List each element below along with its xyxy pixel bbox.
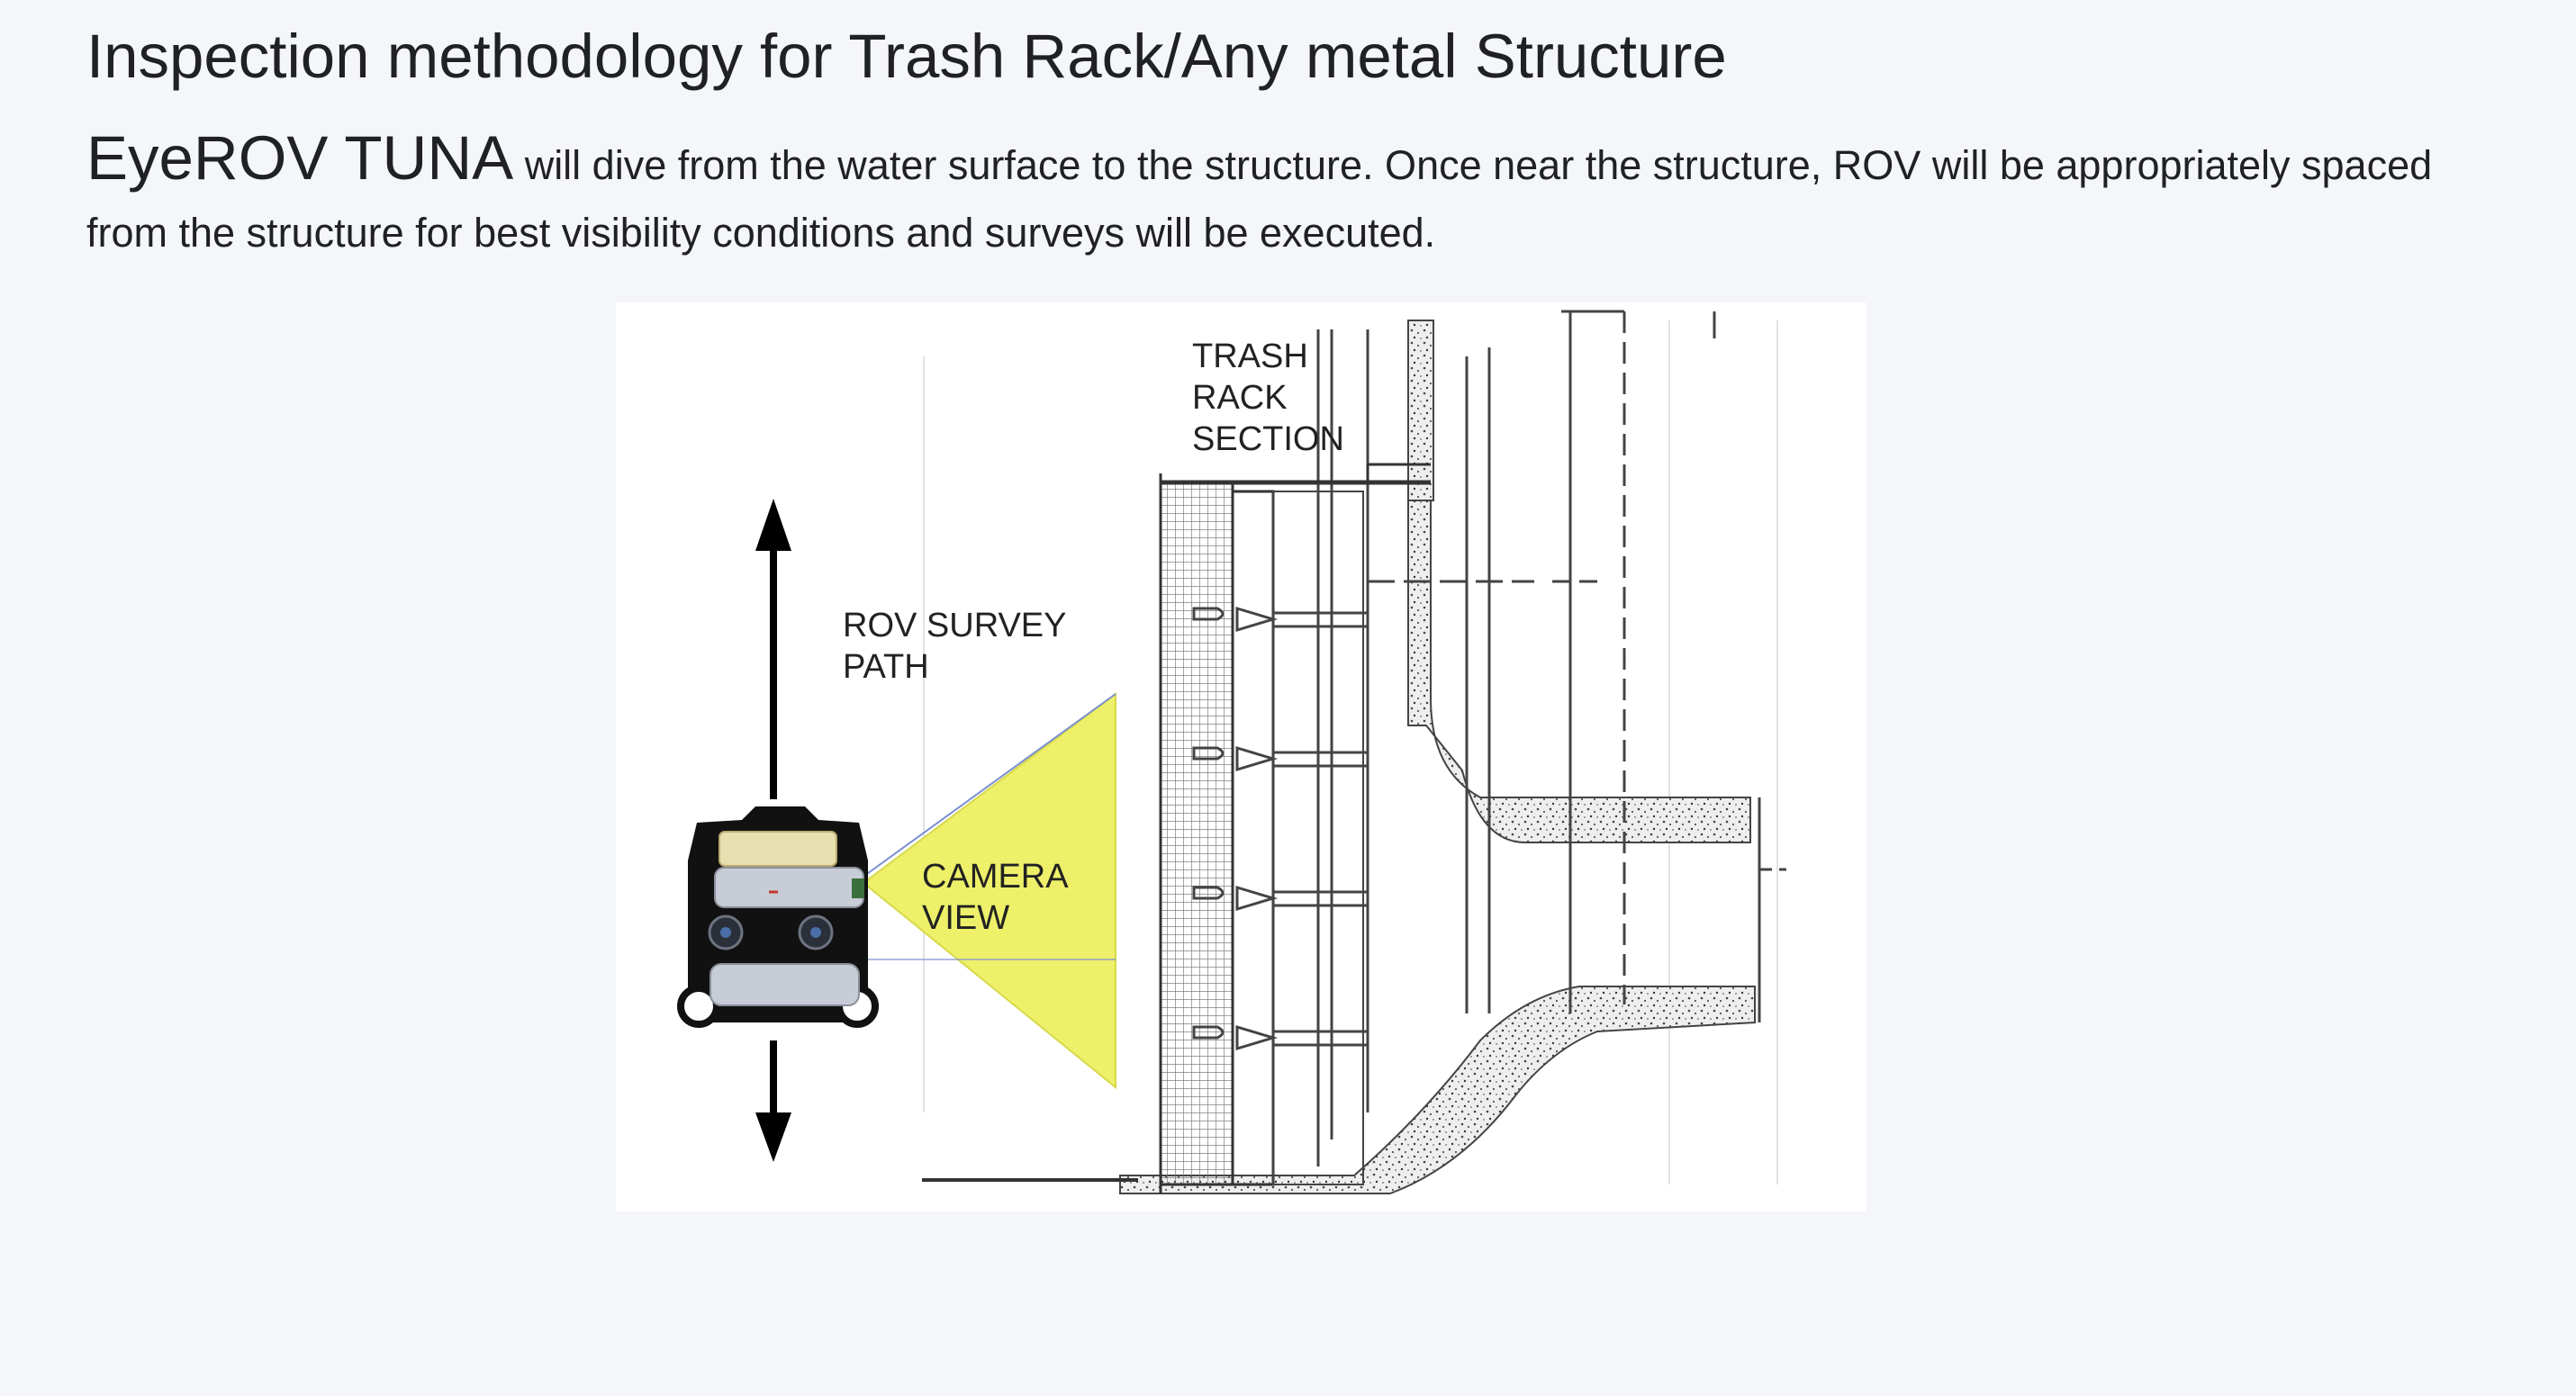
camera-ray-upper [854, 693, 1116, 884]
rov-vehicle-icon [677, 806, 879, 1028]
drafting-guidelines [923, 320, 1778, 1184]
concrete-structure [922, 320, 1756, 1194]
rack-beams [1192, 580, 1606, 1051]
product-name: EyeROV TUNA [86, 123, 514, 193]
survey-path-label-line2: PATH [843, 648, 929, 686]
page-title: Inspection methodology for Trash Rack/An… [86, 22, 1727, 91]
inspection-diagram: TRASH RACK SECTION ROV SURVEY PATH CAMER… [616, 302, 1866, 1211]
trash-rack-label-line1: TRASH [1192, 338, 1308, 375]
intro-paragraph: EyeROV TUNA will dive from the water sur… [86, 124, 2481, 266]
survey-path-label-line1: ROV SURVEY [843, 607, 1066, 644]
trash-rack-grid [1159, 463, 1431, 1193]
intro-description: will dive from the water surface to the … [86, 142, 2433, 256]
camera-view-label-line2: VIEW [922, 899, 1009, 937]
camera-view-cone [862, 692, 1116, 1090]
inspection-diagram-svg: TRASH RACK SECTION ROV SURVEY PATH CAMER… [677, 310, 1786, 1194]
wall-lines [1316, 310, 1786, 1166]
trash-rack-label-line2: RACK [1192, 379, 1288, 417]
camera-view-label-line1: CAMERA [922, 858, 1069, 896]
trash-rack-label-line3: SECTION [1192, 420, 1344, 458]
survey-path-arrow [755, 499, 791, 1162]
